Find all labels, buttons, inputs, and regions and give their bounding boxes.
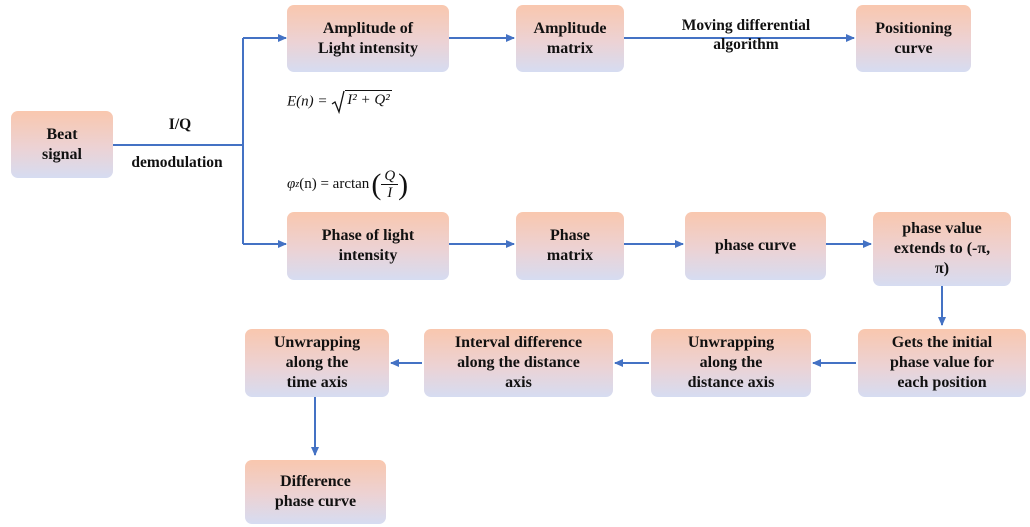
node-unwrap-time: Unwrapping along the time axis [245,329,389,397]
right-paren-icon: ) [398,167,409,201]
node-phase-matrix: Phase matrix [516,212,624,280]
formula-phase-subscript: z [295,179,300,190]
node-phase-curve: phase curve [685,212,826,280]
node-beat-signal: Beat signal [11,111,113,178]
formula-amplitude: E(n) = I² + Q² [287,90,392,114]
formula-phase-symbol: φ [287,176,296,192]
node-interval-difference: Interval difference along the distance a… [424,329,613,397]
node-phase-extends: phase value extends to (-π, π) [873,212,1011,286]
node-phase-intensity: Phase of light intensity [287,212,449,280]
label-moving-differential: Moving differential algorithm [681,17,811,53]
left-paren-icon: ( [371,167,382,201]
formula-phase-mid: (n) = arctan [299,176,370,192]
node-initial-phase: Gets the initial phase value for each po… [858,329,1026,397]
sqrt-icon [331,90,345,114]
node-unwrap-distance: Unwrapping along the distance axis [651,329,811,397]
label-iq: I/Q [168,116,192,133]
formula-phase-numerator: Q [381,168,399,185]
node-difference-phase: Difference phase curve [245,460,386,524]
formula-amplitude-radicand: I² + Q² [345,90,392,108]
formula-phase-fraction: Q I [381,168,399,201]
node-positioning-curve: Positioning curve [856,5,971,72]
formula-phase-denominator: I [387,185,393,201]
node-amplitude-matrix: Amplitude matrix [516,5,624,72]
node-amplitude-intensity: Amplitude of Light intensity [287,5,449,72]
label-demodulation: demodulation [131,154,223,171]
formula-amplitude-lhs: E(n) = [287,93,332,110]
